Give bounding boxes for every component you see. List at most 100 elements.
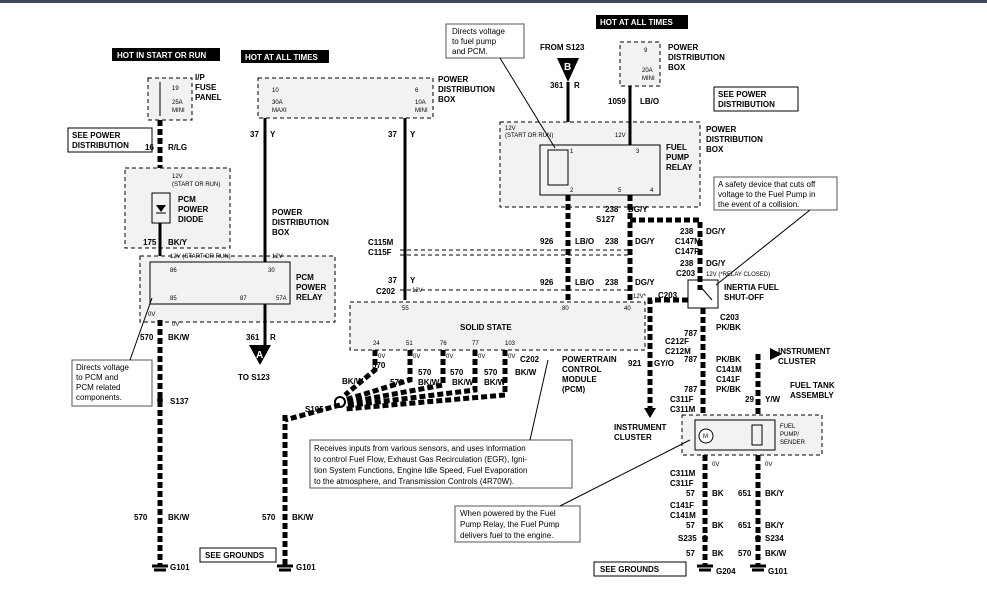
svg-text:BK/Y: BK/Y — [765, 489, 785, 498]
svg-text:POWERTRAIN: POWERTRAIN — [562, 355, 617, 364]
svg-text:5: 5 — [618, 188, 622, 194]
svg-text:G101: G101 — [768, 567, 788, 576]
pdb-right-label-1: POWER — [668, 43, 698, 52]
pdb-top-label-2: DISTRIBUTION — [438, 85, 495, 94]
svg-text:651: 651 — [738, 489, 752, 498]
pdb-right-label-3: BOX — [668, 63, 686, 72]
svg-text:570: 570 — [140, 333, 154, 342]
svg-text:57: 57 — [686, 549, 695, 558]
svg-text:ASSEMBLY: ASSEMBLY — [790, 391, 834, 400]
svg-text:C311M: C311M — [670, 405, 696, 414]
svg-text:BK/W: BK/W — [452, 378, 474, 387]
svg-text:POWER: POWER — [178, 205, 208, 214]
svg-text:to PCM and: to PCM and — [76, 373, 118, 382]
svg-text:175: 175 — [143, 238, 157, 247]
header-hot-start-run — [112, 48, 220, 61]
svg-text:926: 926 — [540, 278, 554, 287]
see-power-right-box — [713, 86, 799, 112]
svg-text:C202: C202 — [376, 287, 396, 296]
svg-text:R/LG: R/LG — [168, 143, 187, 152]
svg-text:PK/BK: PK/BK — [716, 355, 741, 364]
svg-text:Y: Y — [270, 130, 276, 139]
svg-text:DISTRIBUTION: DISTRIBUTION — [706, 135, 763, 144]
svg-text:BK: BK — [712, 489, 724, 498]
svg-text:TO S123: TO S123 — [238, 373, 270, 382]
fuel-pump-relay-box — [499, 121, 701, 208]
svg-text:BK/W: BK/W — [484, 378, 506, 387]
see-power-left-box — [67, 127, 153, 153]
svg-text:Directs voltage: Directs voltage — [452, 27, 505, 36]
svg-text:0V: 0V — [446, 354, 453, 360]
svg-text:G101: G101 — [296, 563, 316, 572]
ip-fuse-label-2: FUSE — [195, 83, 217, 92]
see-grounds-left: SEE GROUNDS — [205, 551, 265, 560]
note-receives: Receives inputs from various sensors, an… — [309, 359, 573, 489]
svg-text:PCM related: PCM related — [76, 383, 120, 392]
ip-fuse-num: 19 — [172, 86, 179, 92]
svg-text:delivers fuel to the engine.: delivers fuel to the engine. — [460, 531, 553, 540]
svg-text:LB/O: LB/O — [575, 278, 594, 287]
svg-text:C141M: C141M — [716, 365, 742, 374]
svg-text:PK/BK: PK/BK — [716, 385, 741, 394]
mini6-fuse-num: 6 — [415, 88, 419, 94]
svg-text:570: 570 — [262, 513, 276, 522]
svg-text:POWER: POWER — [296, 283, 326, 292]
svg-text:BK/W: BK/W — [342, 377, 364, 386]
svg-text:0V: 0V — [508, 354, 515, 360]
svg-text:C141F: C141F — [716, 375, 740, 384]
pcm-solid-state-box — [349, 301, 646, 351]
svg-text:DG/Y: DG/Y — [635, 237, 655, 246]
svg-text:to control Fuel Flow, Exhaust: to control Fuel Flow, Exhaust Gas Recirc… — [314, 455, 527, 464]
svg-text:BK/Y: BK/Y — [765, 521, 785, 530]
svg-text:12V: 12V — [505, 126, 516, 132]
svg-text:787: 787 — [684, 355, 698, 364]
svg-text:37: 37 — [388, 276, 397, 285]
svg-text:FUEL: FUEL — [780, 424, 796, 430]
svg-text:361: 361 — [246, 333, 260, 342]
svg-text:When powered by the Fuel: When powered by the Fuel — [460, 509, 556, 518]
svg-text:C203: C203 — [676, 269, 696, 278]
svg-text:C212F: C212F — [665, 337, 689, 346]
svg-text:85: 85 — [170, 296, 177, 302]
svg-text:S105: S105 — [305, 405, 324, 414]
svg-text:DG/Y: DG/Y — [706, 227, 726, 236]
svg-text:24: 24 — [373, 341, 380, 347]
svg-text:DG/Y: DG/Y — [635, 278, 655, 287]
ip-fuse-rating: 25A — [172, 100, 183, 106]
svg-text:(START OR RUN): (START OR RUN) — [172, 182, 220, 188]
svg-text:30: 30 — [268, 268, 275, 274]
window-top-bar — [0, 0, 987, 3]
svg-text:1: 1 — [570, 149, 574, 155]
svg-text:Directs voltage: Directs voltage — [76, 363, 129, 372]
mini6-fuse-rating: 10A — [415, 100, 426, 106]
svg-text:9: 9 — [644, 48, 648, 54]
svg-text:361: 361 — [550, 81, 564, 90]
see-grounds-left-box — [199, 547, 277, 563]
svg-text:B: B — [564, 62, 571, 73]
maxi-fuse-type: MAXI — [272, 108, 287, 114]
svg-text:G204: G204 — [716, 567, 736, 576]
svg-text:12V: 12V — [412, 288, 423, 294]
svg-text:12V (START OR RUN): 12V (START OR RUN) — [170, 254, 231, 260]
pcm-relay-inner — [149, 261, 291, 305]
svg-text:787: 787 — [684, 329, 698, 338]
svg-text:0V: 0V — [765, 462, 772, 468]
svg-text:PK/BK: PK/BK — [716, 323, 741, 332]
header-hot-all-times-right-text: HOT AT ALL TIMES — [600, 18, 674, 27]
svg-text:926: 926 — [540, 237, 554, 246]
svg-text:BK/W: BK/W — [168, 513, 190, 522]
pdb-top-label-1: POWER — [438, 75, 468, 84]
svg-text:29: 29 — [745, 395, 754, 404]
header-hot-all-times-right — [596, 15, 688, 29]
ip-fuse-label-3: PANEL — [195, 93, 222, 102]
svg-text:BK/W: BK/W — [168, 333, 190, 342]
see-power-left-2: DISTRIBUTION — [72, 141, 129, 150]
mini6-fuse-type: MINI — [415, 108, 428, 114]
svg-text:CONTROL: CONTROL — [562, 365, 602, 374]
svg-text:PUMP: PUMP — [666, 153, 690, 162]
svg-text:POWER: POWER — [706, 125, 736, 134]
svg-text:C141F: C141F — [670, 501, 694, 510]
svg-text:PUMP/: PUMP/ — [780, 432, 799, 438]
svg-text:57: 57 — [686, 489, 695, 498]
